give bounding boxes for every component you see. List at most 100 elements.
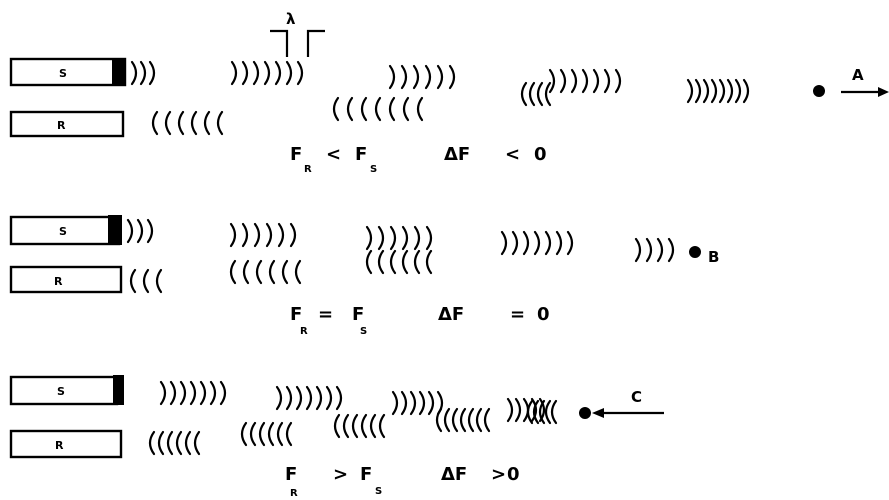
frequency-relation: F R = F S ΔF = 0 <box>290 304 550 337</box>
wave-crest <box>260 423 264 445</box>
wave-crest <box>242 423 246 445</box>
wave-crest <box>403 227 407 249</box>
wave-crest <box>616 70 620 92</box>
svg-text:F: F <box>352 304 364 325</box>
emitted-wave <box>367 227 431 249</box>
wave-crest <box>561 70 565 92</box>
wave-crest <box>181 382 185 404</box>
reflected-wave <box>636 239 673 261</box>
wave-crest <box>362 415 366 437</box>
reflected-wave <box>150 432 199 454</box>
reflected-wave <box>688 80 748 102</box>
point-label: B <box>708 248 719 266</box>
wave-crest <box>367 227 371 249</box>
wave-crest <box>605 70 609 92</box>
wavelength-label: λ <box>286 10 296 28</box>
wave-crest <box>552 401 556 423</box>
wave-crest <box>380 415 384 437</box>
wave-crest <box>231 261 235 283</box>
wave-crest <box>243 224 247 246</box>
wave-crest <box>232 62 236 84</box>
wave-crest <box>696 80 700 102</box>
emitted-wave <box>232 62 302 84</box>
wave-crest <box>390 98 394 120</box>
wave-crest <box>148 220 152 242</box>
wave-crest <box>270 261 274 283</box>
wave-crest <box>502 232 506 254</box>
wave-crest <box>192 112 196 134</box>
wave-crest <box>255 224 259 246</box>
emitter-bar <box>113 375 124 405</box>
reflected-wave <box>334 98 422 120</box>
wavelength-bracket-left <box>270 31 287 57</box>
emitted-wave <box>231 224 295 246</box>
wave-crest <box>218 112 222 134</box>
receiver-label: R <box>57 119 66 132</box>
wave-crest <box>334 98 338 120</box>
wave-crest <box>594 70 598 92</box>
wave-crest <box>186 432 190 454</box>
svg-text:R: R <box>290 488 298 499</box>
reflected-wave <box>131 270 161 292</box>
wave-crest <box>244 261 248 283</box>
wave-crest <box>538 83 542 105</box>
emitter-label: S <box>59 67 67 80</box>
svg-text:>: > <box>333 464 348 485</box>
wave-crest <box>287 423 291 445</box>
emitted-wave <box>393 392 442 414</box>
wave-crest <box>179 112 183 134</box>
frequency-relation: F R < F S ΔF < 0 <box>290 144 547 175</box>
svg-text:ΔF: ΔF <box>438 304 464 325</box>
emitted-wave <box>277 387 341 409</box>
wave-crest <box>243 62 247 84</box>
reflected-wave <box>437 409 489 431</box>
svg-text:S: S <box>375 486 382 497</box>
wave-crest <box>411 392 415 414</box>
wave-crest <box>337 387 341 409</box>
wave-crest <box>367 251 371 273</box>
wave-crest <box>205 112 209 134</box>
svg-text:=: = <box>318 304 333 325</box>
wave-crest <box>415 227 419 249</box>
wave-crest <box>450 66 454 88</box>
wave-crest <box>418 98 422 120</box>
wave-crest <box>720 80 724 102</box>
wave-crest <box>131 270 135 292</box>
wave-crest <box>528 401 532 423</box>
wave-crest <box>546 401 550 423</box>
reflected-wave <box>335 415 384 437</box>
panel-c: S R C F R > F S ΔF > 0 <box>11 375 664 499</box>
wave-crest <box>283 261 287 283</box>
wave-crest <box>469 409 473 431</box>
wave-crest <box>669 239 673 261</box>
wave-crest <box>404 98 408 120</box>
wave-crest <box>371 415 375 437</box>
svg-text:F: F <box>360 464 372 485</box>
wave-crest <box>647 239 651 261</box>
wave-crest <box>211 382 215 404</box>
wave-crest <box>161 382 165 404</box>
svg-text:S: S <box>360 326 367 337</box>
svg-text:F: F <box>355 144 367 165</box>
svg-text:R: R <box>300 326 308 337</box>
svg-text:F: F <box>285 464 297 485</box>
wave-crest <box>278 423 282 445</box>
reflected-wave <box>522 83 550 105</box>
reflected-wave <box>153 112 222 134</box>
wave-crest <box>157 270 161 292</box>
emitted-wave <box>502 232 572 254</box>
wave-crest <box>376 98 380 120</box>
wave-crest <box>327 387 331 409</box>
receiver-box: R <box>11 267 121 292</box>
wave-crest <box>159 432 163 454</box>
wave-crest <box>221 382 225 404</box>
wave-crest <box>712 80 716 102</box>
wave-crest <box>583 70 587 92</box>
wave-crest <box>438 66 442 88</box>
emitter-box: S <box>11 58 126 86</box>
wave-crest <box>402 66 406 88</box>
wave-crest <box>427 251 431 273</box>
wave-crest <box>254 62 258 84</box>
svg-text:ΔF: ΔF <box>441 464 467 485</box>
